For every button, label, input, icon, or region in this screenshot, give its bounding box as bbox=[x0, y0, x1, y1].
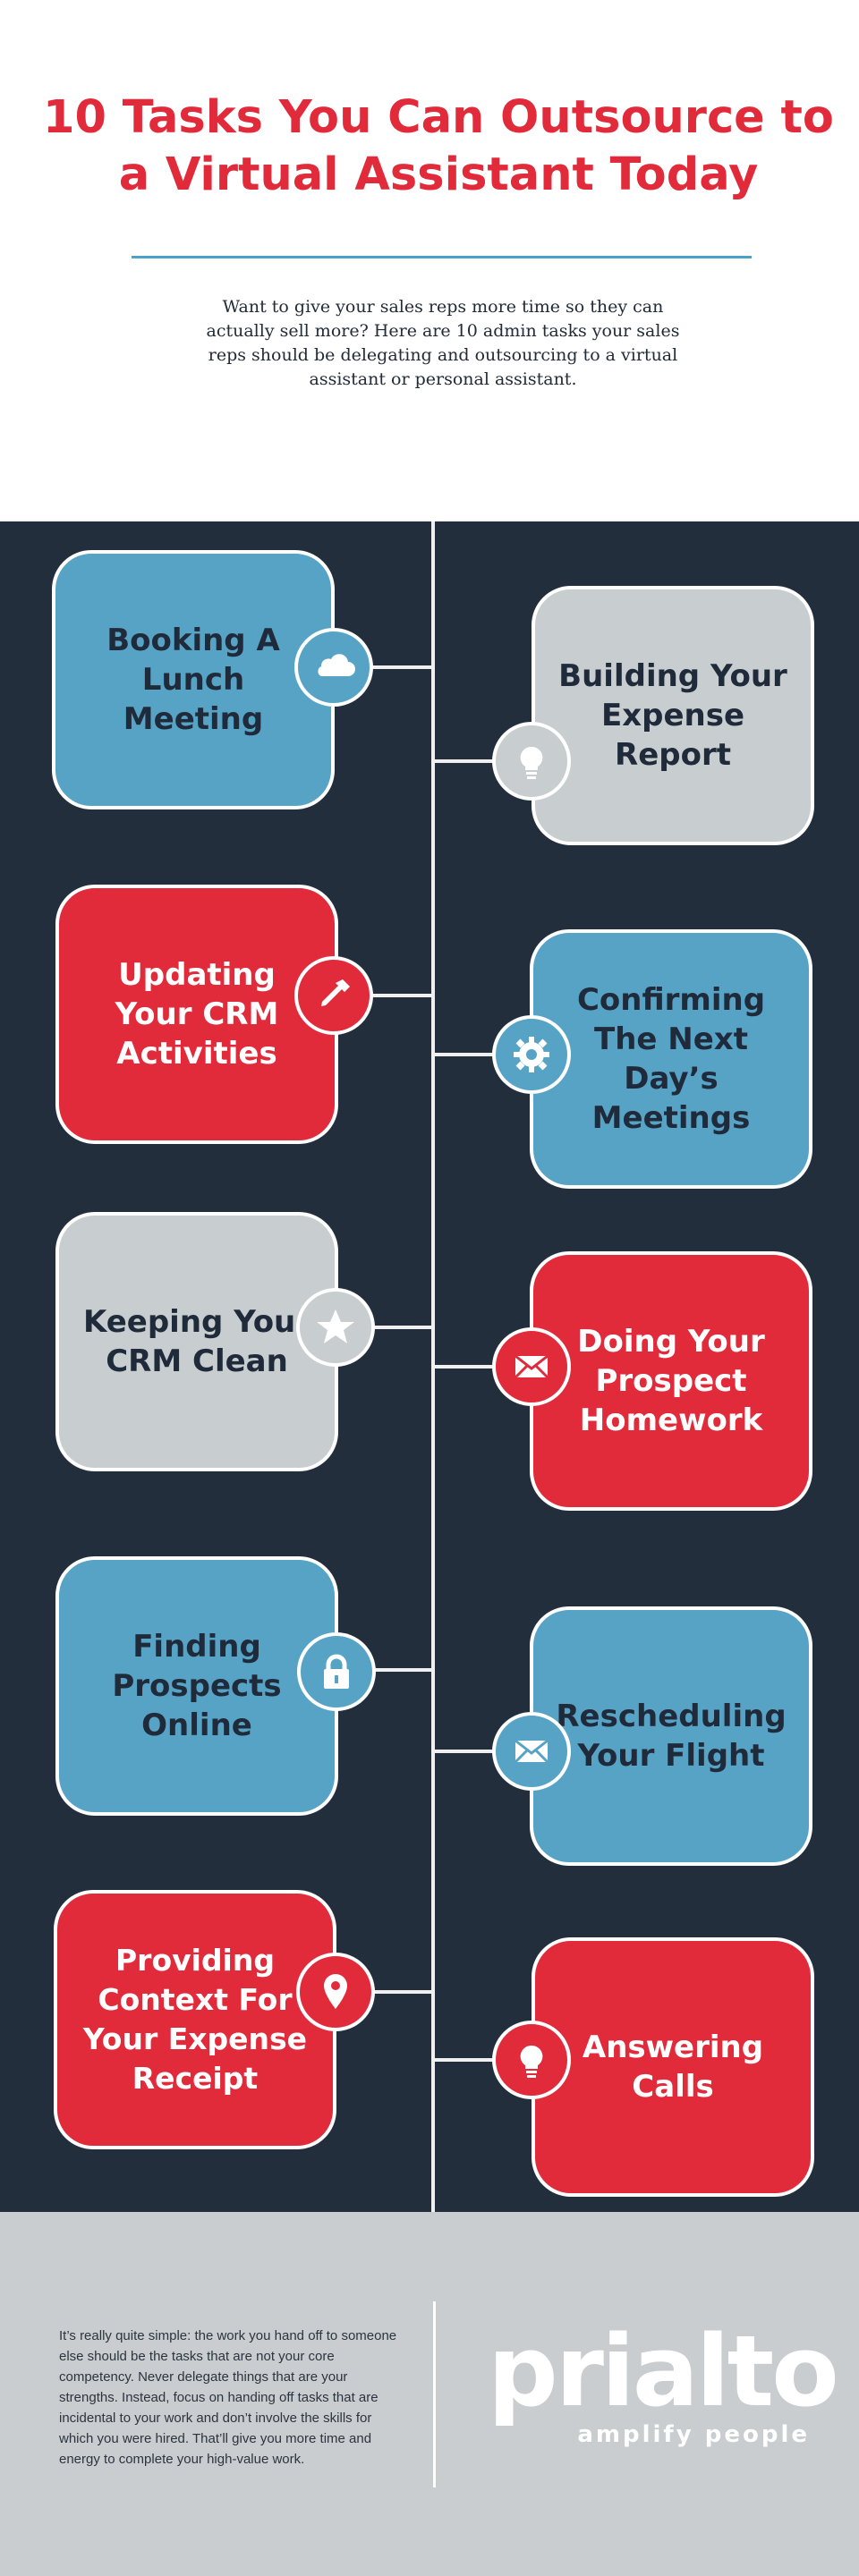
task-timeline: Booking A Lunch Meeting Building Your Ex… bbox=[0, 521, 859, 2212]
connector-3 bbox=[358, 994, 433, 997]
task-card-rescheduling-flight: Rescheduling Your Flight bbox=[530, 1606, 812, 1866]
task-card-expense-report: Building Your Expense Report bbox=[532, 586, 814, 845]
lightbulb-icon bbox=[492, 722, 571, 801]
intro-text: Want to give your sales reps more time s… bbox=[206, 297, 680, 389]
star-icon bbox=[296, 1288, 375, 1367]
connector-8 bbox=[433, 1750, 506, 1753]
map-pin-icon bbox=[296, 1953, 375, 2031]
lightbulb-icon bbox=[492, 2021, 571, 2099]
connector-10 bbox=[433, 2058, 506, 2062]
task-card-confirming-meetings: Confirming The Next Day’s Meetings bbox=[530, 929, 812, 1189]
task-card-crm-clean: Keeping Your CRM Clean bbox=[55, 1212, 338, 1471]
task-card-crm-activities: Updating Your CRM Activities bbox=[55, 885, 338, 1144]
connector-6 bbox=[433, 1365, 506, 1368]
task-card-booking-lunch: Booking A Lunch Meeting bbox=[52, 550, 335, 809]
connector-9 bbox=[358, 1990, 433, 1994]
footer-text: It’s really quite simple: the work you h… bbox=[59, 2328, 397, 2467]
task-card-finding-prospects: Finding Prospects Online bbox=[55, 1556, 338, 1816]
gear-icon bbox=[492, 1015, 571, 1094]
lock-icon bbox=[297, 1632, 376, 1711]
connector-7 bbox=[358, 1668, 433, 1672]
eyedropper-icon bbox=[294, 956, 373, 1035]
brand-logo: prialto bbox=[488, 2314, 839, 2428]
footer: It’s really quite simple: the work you h… bbox=[0, 2212, 859, 2576]
connector-1 bbox=[358, 665, 433, 669]
footer-divider bbox=[433, 2301, 436, 2487]
connector-4 bbox=[433, 1053, 506, 1056]
cloud-icon bbox=[294, 628, 373, 707]
envelope-icon bbox=[492, 1712, 571, 1791]
connector-2 bbox=[433, 759, 506, 763]
task-card-expense-receipt: Providing Context For Your Expense Recei… bbox=[54, 1890, 336, 2149]
page-title: 10 Tasks You Can Outsource to a Virtual … bbox=[43, 91, 834, 201]
task-card-prospect-homework: Doing Your Prospect Homework bbox=[530, 1251, 812, 1511]
connector-5 bbox=[358, 1326, 433, 1329]
title-divider bbox=[132, 256, 752, 258]
task-card-answering-calls: Answering Calls bbox=[532, 1937, 814, 2197]
header: 10 Tasks You Can Outsource to a Virtual … bbox=[0, 0, 859, 521]
brand-tagline: amplify people bbox=[577, 2421, 810, 2448]
envelope-icon bbox=[492, 1327, 571, 1406]
